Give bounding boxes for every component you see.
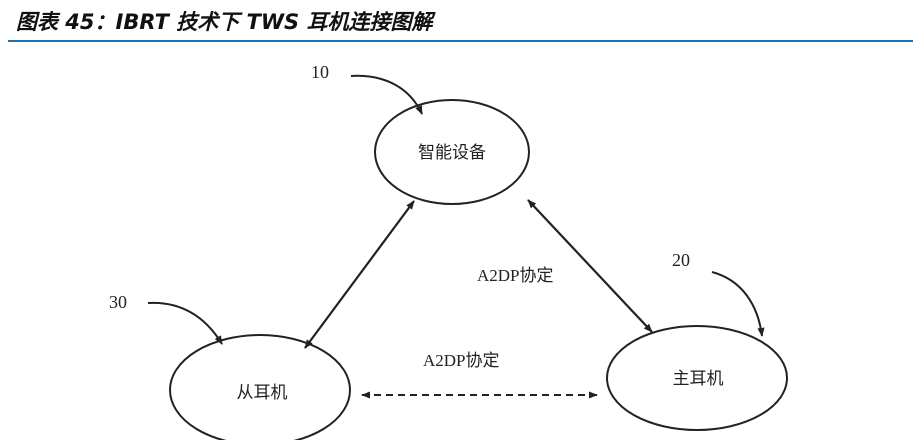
ref-master-earbud-leader (711, 271, 765, 337)
ref-smart-device: 10 (311, 62, 329, 82)
master-earbud-label: 主耳机 (673, 369, 724, 389)
caption-divider (8, 40, 913, 42)
ref-smart-device-leader (350, 74, 423, 115)
smart-device-label: 智能设备 (418, 143, 486, 163)
edge-slave-master-label: A2DP协定 (423, 351, 500, 370)
slave-earbud-ellipse (169, 334, 351, 440)
smart-device-ellipse (374, 99, 530, 205)
ref-master-earbud: 20 (672, 250, 690, 270)
slave-earbud-label: 从耳机 (237, 383, 288, 403)
master-earbud-ellipse (606, 325, 788, 431)
figure-caption: 图表 45：IBRT 技术下 TWS 耳机连接图解 (16, 10, 433, 34)
ref-slave-earbud: 30 (109, 292, 127, 312)
ref-slave-earbud-leader (147, 301, 223, 345)
edge-device-master-label: A2DP协定 (477, 266, 554, 285)
edge-device-slave (304, 200, 415, 349)
master-earbud-node: 主耳机 (606, 325, 788, 431)
smart-device-node: 智能设备 (374, 99, 530, 205)
edge-device-master (527, 199, 653, 333)
slave-earbud-node: 从耳机 (169, 334, 351, 440)
